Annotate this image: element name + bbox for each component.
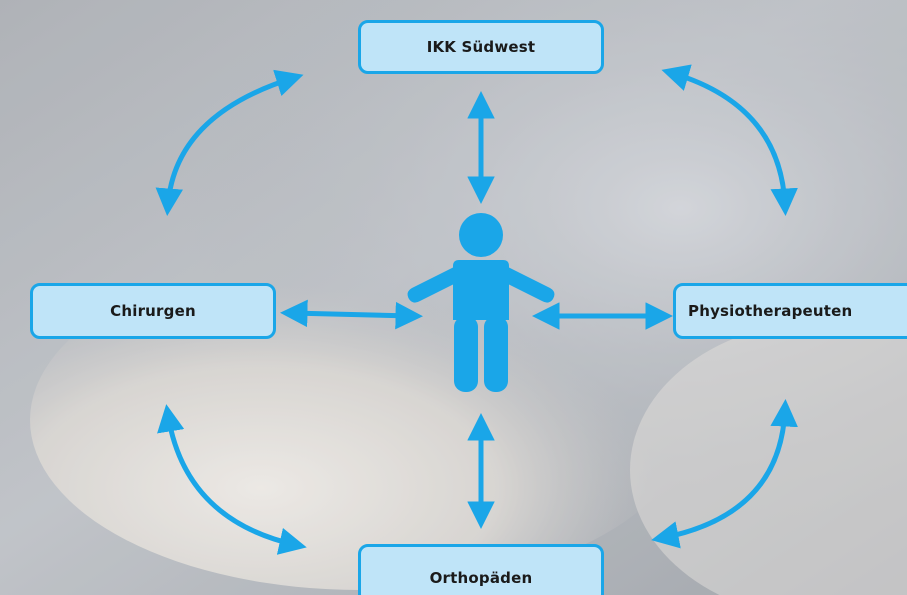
node-label: IKK Südwest — [427, 38, 536, 56]
node-ikk-suedwest: IKK Südwest — [358, 20, 604, 74]
arc-bottom-left — [168, 415, 296, 545]
person-icon — [408, 213, 555, 392]
node-label: Chirurgen — [110, 302, 196, 320]
node-physiotherapeuten: Physiotherapeuten — [673, 283, 907, 339]
node-label: Physiotherapeuten — [688, 302, 852, 320]
arc-top-right — [672, 73, 785, 205]
node-chirurgen: Chirurgen — [30, 283, 276, 339]
node-orthopaeden: Orthopäden — [358, 544, 604, 595]
arrow-left-center — [291, 313, 412, 316]
arc-top-left — [168, 78, 293, 205]
arc-bottom-right — [662, 410, 785, 538]
node-label: Orthopäden — [430, 569, 533, 587]
